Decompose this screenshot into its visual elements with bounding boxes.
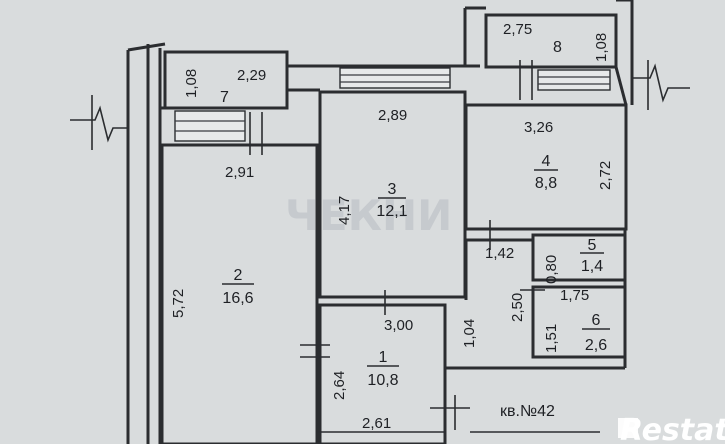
dim-1-04: 1,04	[461, 319, 478, 348]
room-area-2: 16,6	[222, 290, 253, 307]
apartment-label: кв.№42	[500, 403, 555, 420]
break-marks	[70, 60, 690, 430]
room-area-1: 10,8	[367, 372, 398, 389]
dimension-labels: 2,75 1,08 1,08 2,29 2,89 3,26 2,91 4,17 …	[170, 21, 614, 432]
room-area-4: 8,8	[535, 175, 557, 192]
room-number-3: 3	[388, 181, 397, 198]
logo-text: Restate	[620, 413, 725, 444]
room-number-4: 4	[542, 153, 551, 170]
dim-2-75: 2,75	[503, 21, 532, 38]
room-number-1: 1	[379, 349, 388, 366]
dim-2-50: 2,50	[509, 293, 526, 322]
dim-3-00: 3,00	[384, 317, 413, 334]
dim-1-08-balcony: 1,08	[593, 33, 610, 62]
dim-5-72: 5,72	[170, 289, 187, 318]
room-number-2: 2	[234, 267, 243, 284]
room-number-5: 5	[588, 237, 597, 254]
room-number-6: 6	[592, 312, 601, 329]
dim-1-42: 1,42	[485, 245, 514, 262]
dim-2-72: 2,72	[597, 161, 614, 190]
room-area-3: 12,1	[376, 203, 407, 220]
dim-1-51: 1,51	[543, 324, 560, 353]
restate-logo: Restate	[618, 413, 725, 444]
dim-2-29: 2,29	[237, 67, 266, 84]
room-number-7: 7	[220, 89, 229, 106]
windows	[174, 67, 611, 142]
room-labels: 8 7 3 12,1 4 8,8 5 1,4 2 16,6 6 2,6 1 10…	[220, 39, 610, 420]
room-area-5: 1,4	[581, 258, 603, 275]
dim-1-08-room7: 1,08	[183, 69, 200, 98]
dim-3-26: 3,26	[524, 119, 553, 136]
room-number-8: 8	[553, 39, 562, 56]
walls	[126, 0, 634, 444]
dim-2-64: 2,64	[331, 371, 348, 400]
watermark: ЧЕКНИ	[285, 191, 452, 240]
room-area-6: 2,6	[585, 337, 607, 354]
dim-2-91: 2,91	[225, 164, 254, 181]
dim-4-17: 4,17	[336, 196, 353, 225]
logo-mark-icon	[618, 418, 638, 438]
dim-1-75: 1,75	[560, 287, 589, 304]
dim-2-61: 2,61	[362, 415, 391, 432]
dim-0-80: 0,80	[543, 255, 560, 284]
dim-2-89: 2,89	[378, 107, 407, 124]
